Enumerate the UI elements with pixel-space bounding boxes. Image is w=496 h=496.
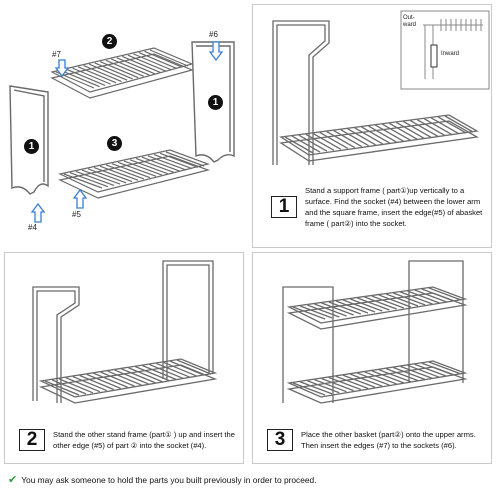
basket-wire bbox=[108, 371, 142, 385]
step-1-panel: Out-ward Inward 1 Stand a support frame … bbox=[252, 4, 492, 248]
step-2-text: Stand the other stand frame (part① ) up … bbox=[53, 429, 239, 451]
basket-wire bbox=[156, 363, 190, 377]
basket-wire bbox=[170, 361, 204, 375]
inward-label: Inward bbox=[441, 51, 459, 57]
basket-wire bbox=[88, 169, 126, 183]
arrow-6-icon bbox=[210, 42, 222, 60]
step-3-text: Place the other basket (part②) onto the … bbox=[301, 429, 487, 451]
label-4: #4 bbox=[28, 223, 37, 232]
basket-wire bbox=[121, 369, 155, 383]
parts-panel: 2 3 1 1 #4 #5 #6 #7 bbox=[4, 4, 244, 248]
basket-wire bbox=[112, 164, 150, 178]
basket-wire bbox=[130, 160, 168, 174]
basket-wire bbox=[106, 165, 144, 179]
basket-wire bbox=[87, 374, 121, 388]
basket-wire bbox=[177, 360, 211, 374]
footer-note-text: You may ask someone to hold the parts yo… bbox=[21, 475, 316, 485]
basket-wire bbox=[114, 370, 148, 384]
basket-wire bbox=[128, 368, 162, 382]
basket-wire bbox=[100, 166, 138, 180]
basket-wire bbox=[142, 157, 180, 171]
step-3-caption: 3 Place the other basket (part②) onto th… bbox=[267, 429, 487, 451]
arrow-5-icon bbox=[74, 190, 86, 208]
part-badge-2: 2 bbox=[102, 34, 117, 49]
basket-wire bbox=[70, 173, 108, 187]
outward-label: Out-ward bbox=[403, 15, 423, 29]
step-3-panel: 3 Place the other basket (part②) onto th… bbox=[252, 252, 492, 464]
basket-wire bbox=[94, 168, 132, 182]
footer-note: ✔ You may ask someone to hold the parts … bbox=[8, 473, 492, 486]
part-badge-3: 3 bbox=[107, 136, 122, 151]
step-3-number: 3 bbox=[267, 429, 293, 451]
basket-wire bbox=[142, 366, 176, 380]
basket-part-2-top bbox=[52, 48, 192, 98]
step-2-number: 2 bbox=[19, 429, 45, 451]
label-7: #7 bbox=[52, 50, 61, 59]
label-6: #6 bbox=[209, 30, 218, 39]
basket-wire bbox=[82, 170, 120, 184]
step-2-caption: 2 Stand the other stand frame (part① ) u… bbox=[19, 429, 239, 451]
basket-wire bbox=[166, 152, 204, 166]
label-5: #5 bbox=[72, 210, 81, 219]
parts-illustration bbox=[4, 4, 244, 248]
arrow-4-icon bbox=[32, 204, 44, 222]
basket-part-3-bottom bbox=[60, 150, 208, 198]
basket-wire bbox=[76, 171, 114, 185]
basket-wire bbox=[124, 161, 162, 175]
basket-wire bbox=[136, 158, 174, 172]
basket-wire bbox=[101, 372, 135, 386]
step-2-panel: 2 Stand the other stand frame (part① ) u… bbox=[4, 252, 244, 464]
basket-wire bbox=[149, 364, 183, 378]
basket-wire bbox=[94, 373, 128, 387]
step-1-text: Stand a support frame ( part①)up vertica… bbox=[305, 185, 485, 229]
basket-wire bbox=[135, 367, 169, 381]
basket-wire bbox=[80, 375, 114, 389]
basket-wire bbox=[160, 153, 198, 167]
step-1-number: 1 bbox=[271, 196, 297, 218]
step-1-caption: 1 Stand a support frame ( part①)up verti… bbox=[271, 185, 485, 229]
basket-wire bbox=[148, 156, 186, 170]
part-badge-1-right: 1 bbox=[208, 95, 223, 110]
check-icon: ✔ bbox=[8, 473, 17, 486]
basket-wire bbox=[64, 174, 102, 188]
arrow-7-icon bbox=[56, 60, 68, 76]
part-badge-1: 1 bbox=[24, 139, 39, 154]
basket-wire bbox=[118, 162, 156, 176]
